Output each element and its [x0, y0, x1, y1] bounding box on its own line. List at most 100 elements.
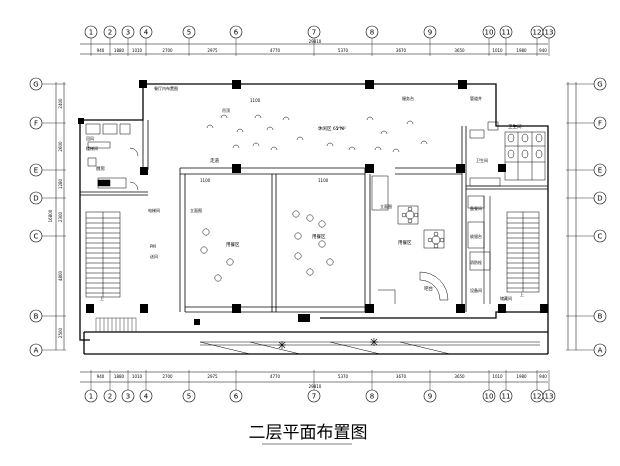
axis-top-4: 4 — [139, 25, 153, 39]
dim-top-3: 2700 — [162, 48, 173, 53]
dim-top-10: 1980 — [516, 48, 527, 53]
axis-bottom-10-label: 10 — [485, 393, 494, 401]
axis-bottom-6-label: 6 — [234, 393, 239, 401]
axis-top-10-label: 10 — [485, 29, 494, 37]
axis-left-A-label: A — [34, 347, 39, 355]
axis-top-1-label: 1 — [89, 29, 93, 37]
axis-top-8-label: 8 — [370, 29, 374, 37]
axis-bottom-2-label: 2 — [108, 393, 112, 401]
annotation-6: 立面图 — [380, 203, 392, 209]
axis-right-D: D — [593, 191, 607, 205]
dim-bottom-5: 4770 — [270, 374, 281, 379]
axis-bottom-8: 8 — [365, 389, 379, 403]
dim-bottom-11: 940 — [539, 374, 547, 379]
dim-top-7: 3670 — [396, 48, 407, 53]
stair-left-label: 上 — [100, 295, 104, 301]
axis-bottom-7-label: 7 — [312, 393, 316, 401]
axis-top-9: 9 — [423, 25, 437, 39]
axis-top-11-label: 11 — [502, 29, 511, 37]
axis-left-B: B — [29, 309, 43, 323]
axis-bottom-2: 2 — [103, 389, 117, 403]
total-width-top: 29810 — [309, 39, 322, 44]
dim-bottom-7: 3670 — [396, 374, 407, 379]
axis-bottom-5-label: 5 — [187, 393, 191, 401]
axis-right-D-label: D — [597, 195, 602, 203]
bar-area — [371, 175, 491, 304]
left-dimension-lines — [55, 82, 65, 350]
annotation-0: 餐厅内布置图 — [154, 85, 178, 91]
dim-top-9: 1010 — [492, 48, 503, 53]
annotation-3: 1100 — [200, 178, 211, 183]
dim-top-11: 940 — [539, 48, 547, 53]
axis-right-G-label: G — [597, 81, 602, 89]
axis-top-6: 6 — [229, 25, 243, 39]
dim-left-0: 2400 — [58, 98, 63, 109]
annotation-11: 电梯间 — [148, 207, 160, 213]
dim-bottom-3: 2700 — [162, 374, 173, 379]
axis-bottom-1-label: 1 — [89, 393, 93, 401]
axis-top-4-label: 4 — [144, 29, 149, 37]
axis-right-F: F — [593, 116, 607, 130]
annotation-15: 收银台 — [470, 233, 482, 239]
annotation-5: 立面图 — [190, 207, 202, 213]
axis-left-C: C — [29, 229, 43, 243]
outer-walls — [79, 83, 549, 355]
dim-bottom-9: 1010 — [492, 374, 503, 379]
room-label-kitchen: 厨房 — [96, 165, 105, 172]
axis-bottom-10: 10 — [482, 389, 496, 403]
annotation-2: 1100 — [250, 98, 261, 103]
right-partition-lines — [483, 196, 491, 304]
axis-top-1: 1 — [84, 25, 98, 39]
stair-right-label: 上 — [520, 291, 524, 297]
annotation-14: 备餐间 — [470, 205, 482, 211]
axis-top-9-label: 9 — [428, 29, 432, 37]
drawing-title: 二层平面布置图 — [249, 423, 368, 443]
axis-left-E: E — [29, 163, 43, 177]
dim-left-3: 2300 — [58, 211, 63, 222]
axis-left-E-label: E — [34, 167, 38, 175]
structural-columns — [78, 80, 548, 325]
dim-top-2: 1010 — [132, 48, 143, 53]
axis-top-13: 13 — [542, 25, 556, 39]
axis-top-12: 12 — [530, 25, 544, 39]
axis-bottom-13-label: 13 — [545, 393, 554, 401]
axis-top-2: 2 — [103, 25, 117, 39]
dim-bottom-2: 1010 — [132, 374, 143, 379]
annotation-8: 送风 — [150, 253, 158, 259]
axis-bottom-1: 1 — [84, 389, 98, 403]
axis-top-3: 3 — [121, 25, 135, 39]
dim-top-6: 5370 — [338, 48, 349, 53]
axis-top-8: 8 — [365, 25, 379, 39]
annotation-13: 卫生间 — [476, 157, 488, 163]
axis-top-6-label: 6 — [234, 29, 239, 37]
dim-top-4: 2975 — [207, 48, 218, 53]
axis-bottom-4: 4 — [139, 389, 153, 403]
annotation-10: 楼梯间 — [86, 145, 98, 151]
axis-top-5-label: 5 — [187, 29, 191, 37]
toilet-fixtures — [469, 121, 546, 187]
axis-left-A: A — [29, 343, 43, 357]
dim-bottom-10: 1980 — [516, 374, 527, 379]
room-label-toilet: 卫生间 — [508, 123, 522, 130]
axis-top-2-label: 2 — [108, 29, 112, 37]
annotation-16: 消防栓 — [470, 259, 482, 265]
axis-right-A-label: A — [598, 347, 603, 355]
annotation-7: PM — [150, 244, 156, 249]
axis-bottom-3-label: 3 — [126, 393, 130, 401]
dim-left-5: 2500 — [58, 327, 63, 338]
dim-bottom-1: 1880 — [114, 374, 125, 379]
axis-left-D: D — [29, 191, 43, 205]
total-height-left: 16800 — [48, 209, 53, 222]
axis-left-F-label: F — [34, 120, 38, 128]
dim-top-1: 1880 — [114, 48, 125, 53]
annotation-1: 吊顶 — [222, 108, 230, 113]
axis-right-G: G — [593, 77, 607, 91]
dim-bottom-6: 5370 — [338, 374, 349, 379]
